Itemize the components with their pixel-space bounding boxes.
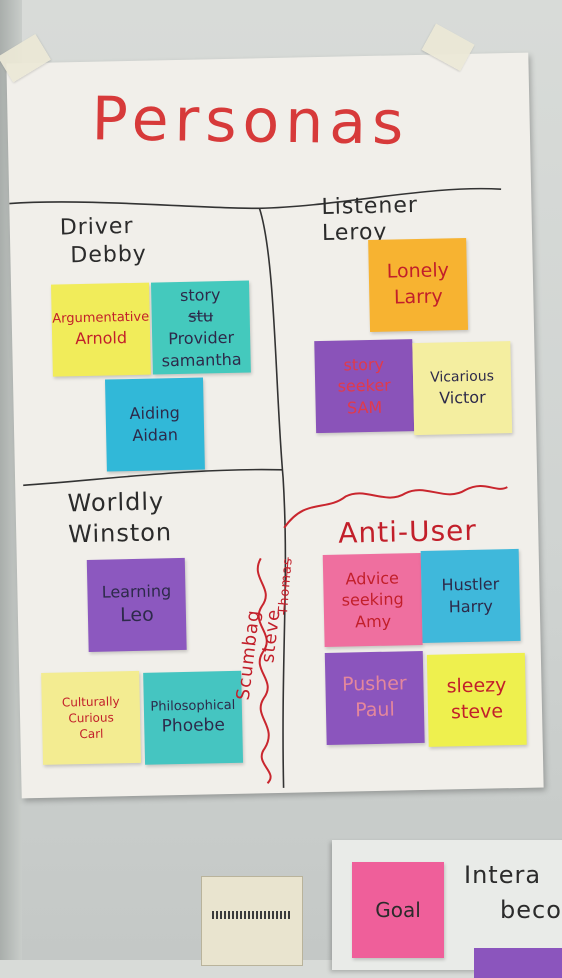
section-worldly-line1: Worldly <box>67 487 165 518</box>
page-title: Personas <box>91 84 410 159</box>
note-line: Goal <box>375 897 421 922</box>
note-line: Carl <box>79 726 104 742</box>
note-line: seeking <box>341 589 404 610</box>
note-line: Pusher <box>341 672 407 697</box>
note-line: Phoebe <box>161 715 226 737</box>
note-goal: Goal <box>352 862 444 958</box>
note-line: Arnold <box>75 328 128 349</box>
note-line: Hustler <box>441 574 500 595</box>
bottom-text-line2: becor <box>500 895 562 924</box>
section-driver-line2: Debby <box>70 241 148 268</box>
note-line: stu Provider <box>155 305 246 350</box>
note-line: Vicarious <box>429 368 495 386</box>
section-listener-line1: Listener <box>321 192 419 220</box>
purple-note-edge <box>474 948 562 978</box>
note-sleezy-steve: sleezy steve <box>426 652 527 747</box>
note-advice-seeking-amy: Advice seeking Amy <box>322 552 423 648</box>
note-line: Learning <box>101 581 172 603</box>
note-line: Aidan <box>132 425 179 445</box>
bottom-text-line1: Intera <box>464 861 542 889</box>
note-pusher-paul: Pusher Paul <box>324 650 425 745</box>
note-line: Culturally <box>61 694 120 710</box>
note-aiding-aidan: Aiding Aidan <box>105 377 205 472</box>
note-vicarious-victor: Vicarious Victor <box>412 341 513 436</box>
note-line: Aiding <box>129 403 181 424</box>
section-label-driver: Driver Debby <box>60 213 148 270</box>
note-line: Larry <box>393 285 443 309</box>
note-learning-leo: Learning Leo <box>86 557 187 652</box>
section-worldly-line2: Winston <box>67 518 173 549</box>
note-culturally-curious-carl: Culturally Curious Carl <box>41 670 142 765</box>
note-line: story <box>179 284 221 305</box>
note-line: samantha <box>161 349 242 370</box>
note-line: Argumentative <box>52 310 150 328</box>
note-story-provider-samantha: story stu Provider samantha <box>150 280 251 375</box>
persona-poster: Personas Driver Debby Listener Leroy Wor… <box>0 23 544 799</box>
note-lonely-larry: Lonely Larry <box>368 237 469 332</box>
note-line: Amy <box>354 611 392 632</box>
note-line: Curious <box>68 710 114 726</box>
section-label-worldly: Worldly Winston <box>67 486 172 551</box>
note-argumentative-arnold: Argumentative Arnold <box>51 282 151 377</box>
note-line: Advice <box>345 568 400 589</box>
note-story-seeker-sam: story seeker SAM <box>314 339 415 434</box>
note-line: SAM <box>346 397 383 418</box>
note-line: Paul <box>354 698 395 722</box>
note-line: Leo <box>119 603 154 627</box>
section-divider-lines <box>9 187 508 788</box>
section-driver-line1: Driver <box>59 213 134 241</box>
bottom-board-text: Intera becor <box>464 858 562 928</box>
note-line: Victor <box>439 387 486 408</box>
note-line: seeker <box>337 375 391 396</box>
vent-grill <box>212 911 292 919</box>
section-label-anti-user: Anti-User <box>337 513 478 550</box>
note-hustler-harry: Hustler Harry <box>420 548 521 643</box>
note-line: story <box>343 354 385 375</box>
note-strike: stu <box>188 306 214 327</box>
note-line: sleezy <box>446 674 507 698</box>
note-line: Lonely <box>386 259 450 283</box>
note-line: Philosophical <box>150 697 236 715</box>
note-line-word: Provider <box>168 327 235 349</box>
wall-vent <box>201 876 303 966</box>
bottom-board: Goal Intera becor <box>332 840 562 978</box>
note-line: steve <box>450 700 504 724</box>
note-philosophical-phoebe: Philosophical Phoebe <box>143 670 244 765</box>
note-line: Harry <box>448 596 494 617</box>
